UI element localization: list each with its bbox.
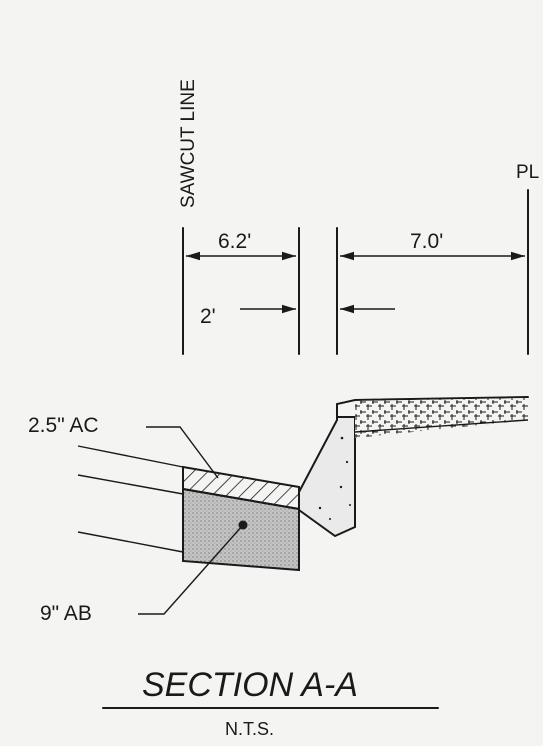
ac-leader-line [146,426,219,479]
section-title: SECTION A-A [142,666,358,704]
ground-hatch [355,398,528,438]
existing-subgrade-line [77,531,184,553]
concrete-speck [329,518,331,520]
ac-layer-label: 2.5" AC [28,414,99,437]
concrete-speck [345,460,349,464]
dim-width-2-label: 7.0' [410,230,443,253]
sawcut-line-label: SAWCUT LINE [178,79,199,208]
ab-leader-dot [238,520,248,530]
ground-hatch-bottom [354,419,529,433]
scale-note: N.T.S. [225,719,274,739]
existing-surface-line [77,445,184,468]
curb-gutter [298,416,356,538]
dim-width-label: 6.2' [218,230,251,253]
dim-offset-label: 2' [200,305,216,328]
concrete-speck [349,504,351,506]
back-of-curb-line [336,396,529,418]
concrete-speck [339,485,343,489]
property-line-label: PL [516,162,539,183]
ab-layer-label: 9" AB [40,602,92,625]
concrete-speck [318,506,322,510]
ab-leader-line [138,524,244,615]
existing-base-line [77,474,184,495]
concrete-speck [340,436,344,440]
